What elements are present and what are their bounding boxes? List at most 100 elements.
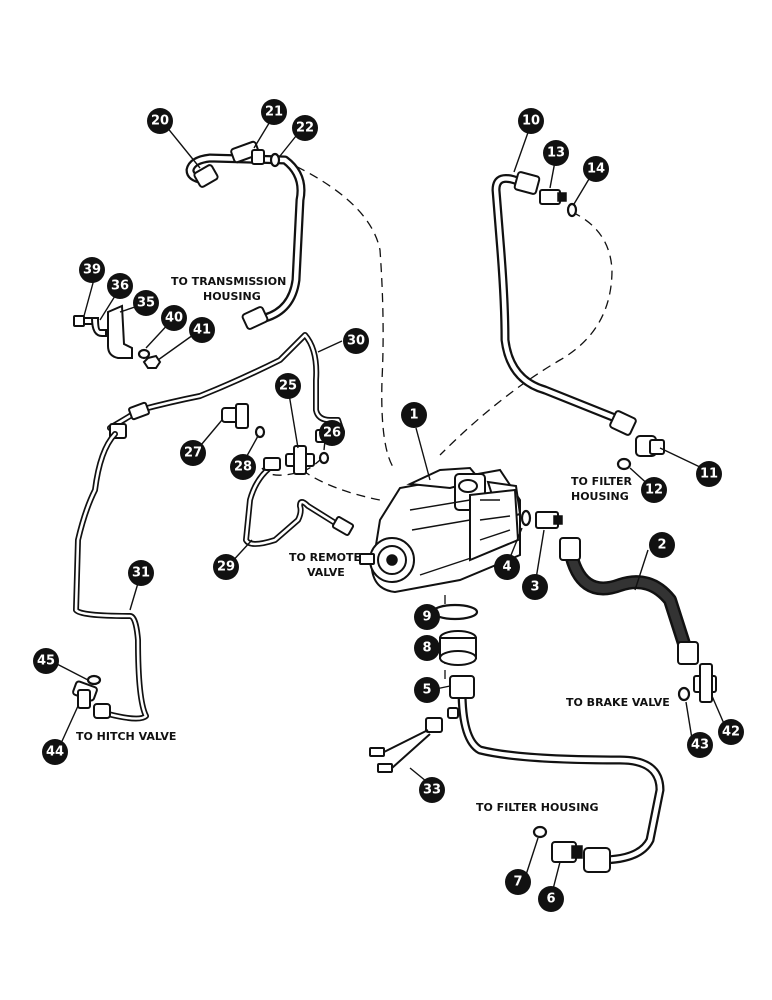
callout-30: 30 bbox=[343, 328, 369, 354]
callout-11: 11 bbox=[696, 461, 722, 487]
svg-text:35: 35 bbox=[137, 296, 155, 311]
o-ring-22 bbox=[269, 152, 281, 168]
label-to-remote-valve: VALVE bbox=[307, 566, 345, 579]
svg-text:28: 28 bbox=[234, 460, 252, 475]
svg-text:20: 20 bbox=[151, 114, 169, 129]
nut-41 bbox=[142, 354, 162, 369]
o-ring-28 bbox=[254, 425, 266, 439]
fitting-3 bbox=[535, 511, 563, 529]
pipe-10 bbox=[491, 171, 637, 436]
callout-28: 28 bbox=[230, 454, 256, 480]
svg-text:13: 13 bbox=[547, 146, 565, 161]
label-to-filter: TO FILTER bbox=[571, 475, 632, 488]
svg-text:42: 42 bbox=[722, 725, 740, 740]
label-to-filter-housing: HOUSING bbox=[571, 490, 629, 503]
svg-text:44: 44 bbox=[46, 745, 64, 760]
callout-12: 12 bbox=[641, 477, 667, 503]
callout-43: 43 bbox=[687, 732, 713, 758]
svg-text:25: 25 bbox=[279, 379, 297, 394]
callout-layer: 20 21 22 10 13 14 39 36 35 40 41 30 25 2… bbox=[33, 99, 744, 912]
o-ring-7 bbox=[532, 825, 548, 839]
bracket-35 bbox=[107, 304, 133, 359]
svg-text:21: 21 bbox=[265, 105, 283, 120]
callout-40: 40 bbox=[161, 305, 187, 331]
callout-33: 33 bbox=[419, 777, 445, 803]
callout-22: 22 bbox=[292, 115, 318, 141]
bolt-39 bbox=[73, 315, 99, 327]
svg-text:5: 5 bbox=[422, 683, 431, 698]
o-ring-43 bbox=[677, 686, 691, 702]
label-to-transmission-housing: HOUSING bbox=[203, 290, 261, 303]
label-to-remote: TO REMOTE bbox=[289, 551, 361, 564]
o-ring-4 bbox=[520, 509, 532, 527]
tee-fitting-42 bbox=[693, 663, 717, 703]
svg-text:2: 2 bbox=[657, 538, 666, 553]
label-to-brake-valve: TO BRAKE VALVE bbox=[566, 696, 670, 709]
callout-25: 25 bbox=[275, 373, 301, 399]
callout-7: 7 bbox=[505, 869, 531, 895]
svg-text:27: 27 bbox=[184, 446, 202, 461]
callout-35: 35 bbox=[133, 290, 159, 316]
callout-45: 45 bbox=[33, 648, 59, 674]
svg-text:29: 29 bbox=[217, 560, 235, 575]
callout-1: 1 bbox=[401, 402, 427, 428]
svg-text:40: 40 bbox=[165, 311, 183, 326]
svg-text:41: 41 bbox=[193, 323, 211, 338]
label-to-transmission: TO TRANSMISSION bbox=[171, 275, 286, 288]
o-ring-12 bbox=[616, 457, 632, 471]
hydraulic-pump-1 bbox=[359, 466, 522, 594]
o-ring-14 bbox=[566, 202, 578, 218]
callout-3: 3 bbox=[522, 574, 548, 600]
svg-text:22: 22 bbox=[296, 121, 314, 136]
labels: TO TRANSMISSION HOUSING TO FILTER HOUSIN… bbox=[76, 275, 670, 814]
callout-41: 41 bbox=[189, 317, 215, 343]
svg-text:12: 12 bbox=[645, 483, 663, 498]
callout-39: 39 bbox=[79, 257, 105, 283]
callout-20: 20 bbox=[147, 108, 173, 134]
svg-text:26: 26 bbox=[323, 426, 341, 441]
svg-text:6: 6 bbox=[546, 892, 555, 907]
callout-14: 14 bbox=[583, 156, 609, 182]
elbow-fitting-44 bbox=[72, 680, 98, 709]
pipe-20 bbox=[185, 153, 306, 330]
callout-5: 5 bbox=[414, 677, 440, 703]
callout-10: 10 bbox=[518, 108, 544, 134]
svg-text:3: 3 bbox=[530, 580, 539, 595]
svg-text:43: 43 bbox=[691, 738, 709, 753]
pipe-5 bbox=[447, 675, 665, 873]
fitting-13 bbox=[539, 189, 567, 205]
callout-8: 8 bbox=[414, 635, 440, 661]
svg-text:36: 36 bbox=[111, 279, 129, 294]
dashed-connection-lines bbox=[261, 159, 613, 680]
callout-44: 44 bbox=[42, 739, 68, 765]
elbow-fitting-27 bbox=[221, 403, 249, 429]
elbow-fitting-21 bbox=[230, 140, 265, 165]
svg-text:10: 10 bbox=[522, 114, 540, 129]
label-to-filter-housing-bottom: TO FILTER HOUSING bbox=[476, 801, 599, 814]
tee-fitting-25 bbox=[285, 445, 315, 475]
switch-33 bbox=[369, 717, 443, 773]
callout-21: 21 bbox=[261, 99, 287, 125]
pipe-31 bbox=[73, 431, 149, 722]
svg-text:45: 45 bbox=[37, 654, 55, 669]
clip-36 bbox=[90, 317, 107, 337]
callout-6: 6 bbox=[538, 886, 564, 912]
hose-2 bbox=[559, 537, 699, 665]
svg-text:9: 9 bbox=[422, 610, 431, 625]
adapter-8 bbox=[439, 630, 477, 666]
svg-text:11: 11 bbox=[700, 467, 718, 482]
o-ring-45 bbox=[86, 674, 102, 686]
svg-text:1: 1 bbox=[409, 408, 418, 423]
callout-42: 42 bbox=[718, 719, 744, 745]
callout-31: 31 bbox=[128, 560, 154, 586]
callout-26: 26 bbox=[319, 420, 345, 446]
label-to-hitch-valve: TO HITCH VALVE bbox=[76, 730, 176, 743]
svg-text:30: 30 bbox=[347, 334, 365, 349]
o-ring-26 bbox=[318, 451, 330, 465]
callout-2: 2 bbox=[649, 532, 675, 558]
callout-4: 4 bbox=[494, 554, 520, 580]
callout-9: 9 bbox=[414, 604, 440, 630]
callout-29: 29 bbox=[213, 554, 239, 580]
fitting-6 bbox=[551, 841, 583, 863]
